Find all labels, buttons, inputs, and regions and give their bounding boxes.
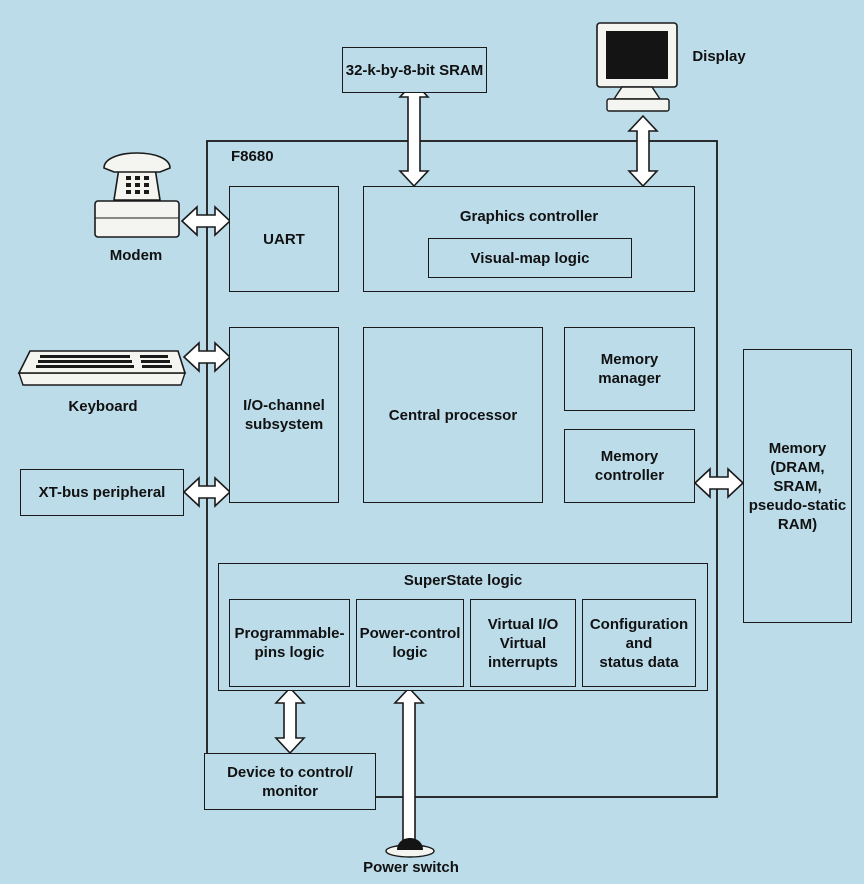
graphics-controller-label: Graphics controller	[459, 208, 599, 225]
power-control-block: Power-control logic	[356, 599, 464, 687]
virtual-io-block: Virtual I/O Virtual interrupts	[470, 599, 576, 687]
powerswitch-arrow	[393, 686, 425, 841]
modem-label: Modem	[109, 247, 163, 264]
keyboard-label: Keyboard	[68, 398, 138, 415]
memory-manager-block: Memory manager	[564, 327, 695, 411]
central-processor-label: Central processor	[388, 406, 518, 424]
visual-map-block: Visual-map logic	[428, 238, 632, 278]
memory-controller-label: Memory controller	[594, 448, 665, 484]
display-icon	[596, 22, 678, 112]
memory-block: Memory (DRAM, SRAM, pseudo-static RAM)	[743, 349, 852, 623]
uart-block: UART	[229, 186, 339, 292]
configuration-label: Configuration and status data	[589, 615, 689, 671]
sram-block: 32-k-by-8-bit SRAM	[342, 47, 487, 93]
uart-label: UART	[263, 230, 305, 248]
power-switch-icon	[385, 838, 435, 858]
telephone-modem-icon	[94, 152, 180, 238]
virtual-io-label: Virtual I/O Virtual interrupts	[487, 615, 559, 671]
io-channel-block: I/O-channel subsystem	[229, 327, 339, 503]
keyboard-icon	[17, 350, 187, 386]
visual-map-label: Visual-map logic	[470, 249, 590, 267]
device-label: Device to control/ monitor	[227, 763, 353, 800]
memory-controller-block: Memory controller	[564, 429, 695, 503]
pins-device-arrow	[274, 686, 306, 755]
memory-label: Memory (DRAM, SRAM, pseudo-static RAM)	[748, 439, 847, 533]
power-control-label: Power-control logic	[359, 625, 461, 661]
memctrl-memory-arrow	[693, 467, 745, 499]
memory-manager-label: Memory manager	[598, 351, 661, 387]
chip-boundary	[206, 140, 718, 798]
configuration-block: Configuration and status data	[582, 599, 696, 687]
programmable-pins-block: Programmable- pins logic	[229, 599, 350, 687]
central-processor-block: Central processor	[363, 327, 543, 503]
sram-graphics-arrow	[398, 80, 430, 188]
sram-label: 32-k-by-8-bit SRAM	[345, 61, 484, 79]
modem-uart-arrow	[180, 205, 232, 237]
display-graphics-arrow	[627, 114, 659, 188]
xt-bus-block: XT-bus peripheral	[20, 469, 184, 516]
device-block: Device to control/ monitor	[204, 753, 376, 810]
display-label: Display	[692, 48, 746, 65]
superstate-label: SuperState logic	[403, 572, 523, 589]
chip-name: F8680	[231, 148, 274, 165]
power-switch-label: Power switch	[363, 859, 459, 876]
programmable-pins-label: Programmable- pins logic	[234, 625, 345, 661]
xt-bus-label: XT-bus peripheral	[38, 484, 166, 501]
io-channel-label: I/O-channel subsystem	[243, 397, 325, 433]
